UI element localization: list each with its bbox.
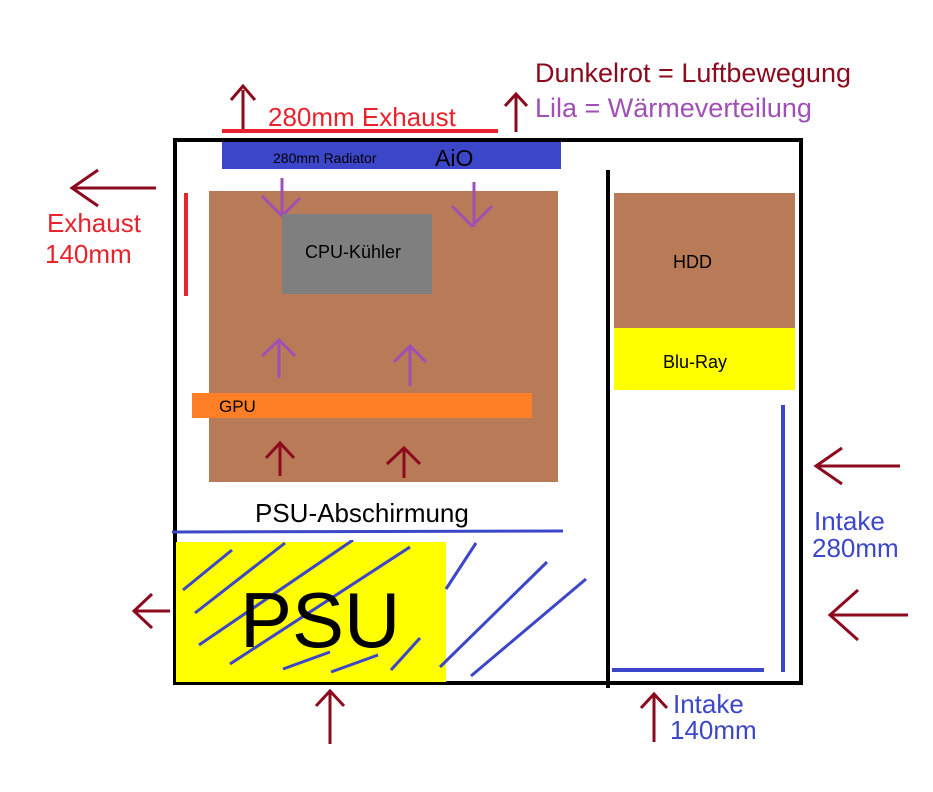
gpu-bar (192, 393, 532, 418)
psu-exhaust-arrow (131, 592, 170, 630)
gpu-label: GPU (219, 397, 256, 416)
psu-shroud-line (171, 529, 564, 534)
hdd-box (614, 193, 795, 328)
radiator-bar (222, 142, 561, 169)
cpu-cooler-label: CPU-Kühler (305, 242, 401, 262)
legend-dark-red: Dunkelrot = Luftbewegung (535, 58, 851, 88)
front-intake-label-2: 280mm (812, 533, 899, 563)
heat-arrow-down-right (450, 182, 494, 229)
bluray-label: Blu-Ray (663, 352, 727, 372)
bottom-intake-label-1: Intake (673, 689, 744, 719)
bottom-intake-arrow (639, 691, 669, 742)
heat-arrow-up-right (392, 343, 428, 386)
rear-exhaust-label-1: Exhaust (47, 208, 142, 238)
psu-label: PSU (240, 576, 400, 664)
gpu-intake-arrow-right (385, 445, 422, 478)
psu-hatching (182, 540, 587, 678)
case-outline (173, 138, 803, 685)
front-intake-arrow-top (813, 446, 900, 486)
rear-exhaust-label-2: 140mm (45, 239, 132, 269)
bottom-intake-label-2: 140mm (670, 715, 757, 745)
cpu-cooler-box (282, 214, 432, 294)
radiator-label: 280mm Radiator (273, 150, 377, 166)
psu-intake-arrow (314, 688, 346, 744)
bluray-box (614, 328, 795, 390)
legend-purple: Lila = Wärmeverteilung (535, 93, 812, 123)
top-exhaust-arrow-right (503, 91, 529, 132)
rear-exhaust-arrow (69, 168, 156, 208)
hdd-label: HDD (673, 252, 712, 272)
gpu-intake-arrow-left (264, 440, 296, 476)
psu-shroud-label: PSU-Abschirmung (255, 498, 469, 528)
front-intake-label-1: Intake (814, 506, 885, 536)
front-intake-arrow-bottom (827, 588, 908, 642)
top-exhaust-label: 280mm Exhaust (268, 102, 457, 132)
top-exhaust-arrow-left (229, 83, 257, 130)
heat-arrow-up-left (260, 337, 297, 378)
aio-label: AiO (435, 145, 473, 171)
